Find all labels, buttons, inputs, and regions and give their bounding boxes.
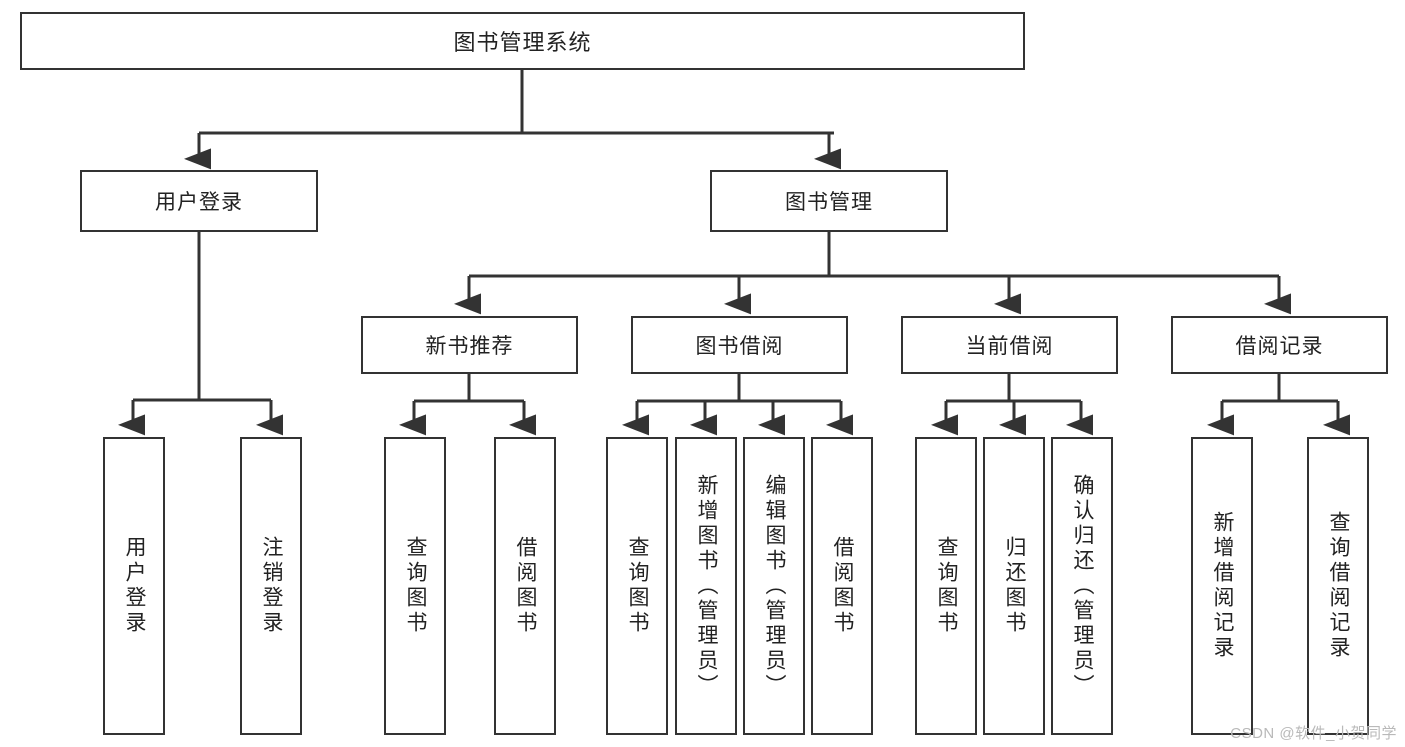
node-book-management[interactable]: 图书管理 bbox=[710, 170, 948, 232]
leaf-query-borrow-record[interactable]: 查询借阅记录 bbox=[1307, 437, 1369, 735]
csdn-watermark: CSDN @软件_小贺同学 bbox=[1230, 725, 1397, 742]
leaf-edit-book-admin[interactable]: 编辑图书（管理员） bbox=[743, 437, 805, 735]
node-new-book-recommendation[interactable]: 新书推荐 bbox=[361, 316, 578, 374]
leaf-return-book[interactable]: 归还图书 bbox=[983, 437, 1045, 735]
leaf-borrow-book-new-rec[interactable]: 借阅图书 bbox=[494, 437, 556, 735]
node-user-login[interactable]: 用户登录 bbox=[80, 170, 318, 232]
leaf-add-borrow-record[interactable]: 新增借阅记录 bbox=[1191, 437, 1253, 735]
node-root-book-management-system[interactable]: 图书管理系统 bbox=[20, 12, 1025, 70]
leaf-logout[interactable]: 注销登录 bbox=[240, 437, 302, 735]
leaf-user-login[interactable]: 用户登录 bbox=[103, 437, 165, 735]
leaf-confirm-return-admin[interactable]: 确认归还（管理员） bbox=[1051, 437, 1113, 735]
leaf-query-book-new-rec[interactable]: 查询图书 bbox=[384, 437, 446, 735]
leaf-borrow-book-borrowing[interactable]: 借阅图书 bbox=[811, 437, 873, 735]
node-current-borrowing[interactable]: 当前借阅 bbox=[901, 316, 1118, 374]
node-book-borrowing[interactable]: 图书借阅 bbox=[631, 316, 848, 374]
leaf-add-book-admin[interactable]: 新增图书（管理员） bbox=[675, 437, 737, 735]
node-borrowing-record[interactable]: 借阅记录 bbox=[1171, 316, 1388, 374]
leaf-query-book-borrowing[interactable]: 查询图书 bbox=[606, 437, 668, 735]
leaf-query-book-current[interactable]: 查询图书 bbox=[915, 437, 977, 735]
